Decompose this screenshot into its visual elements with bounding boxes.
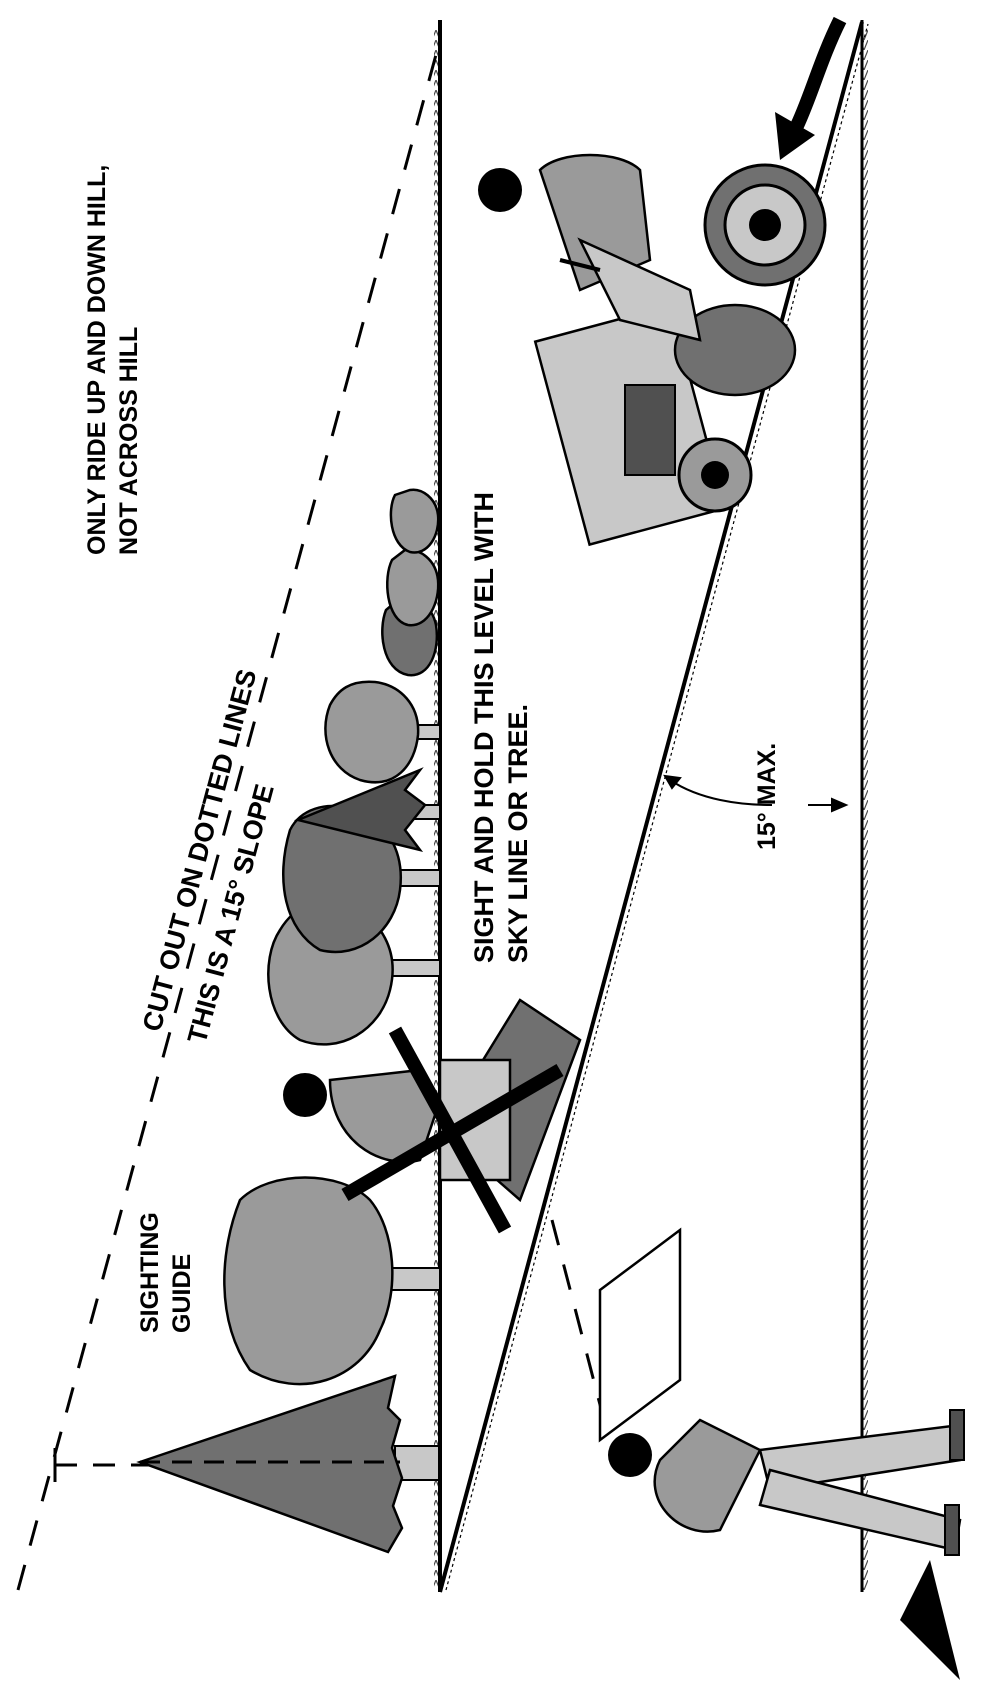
tree-row-icons bbox=[267, 488, 441, 1046]
sighting-guide-line1: SIGHTING bbox=[136, 1212, 164, 1333]
direction-arrow-icon bbox=[775, 16, 847, 160]
sighting-guide-line2: GUIDE bbox=[168, 1254, 196, 1333]
round-tree-large-icon bbox=[223, 1176, 441, 1386]
sight-hold-line1: SIGHT AND HOLD THIS LEVEL WITH bbox=[469, 492, 499, 963]
rider-on-tractor-icon bbox=[478, 153, 827, 547]
slope-line bbox=[438, 21, 869, 1593]
crossed-out-rider-icon bbox=[283, 998, 582, 1234]
sight-hold-line2: SKY LINE OR TREE. bbox=[503, 704, 533, 963]
angle-indicator bbox=[663, 774, 849, 813]
ride-up-down-line2: NOT ACROSS HILL bbox=[115, 327, 143, 555]
pine-tree-icon bbox=[136, 1374, 440, 1554]
person-with-guide-icon bbox=[598, 1227, 965, 1680]
right-ground-line bbox=[860, 20, 868, 1592]
angle-label: 15° MAX. bbox=[753, 743, 781, 850]
ride-up-down-line1: ONLY RIDE UP AND DOWN HILL, bbox=[83, 165, 111, 555]
